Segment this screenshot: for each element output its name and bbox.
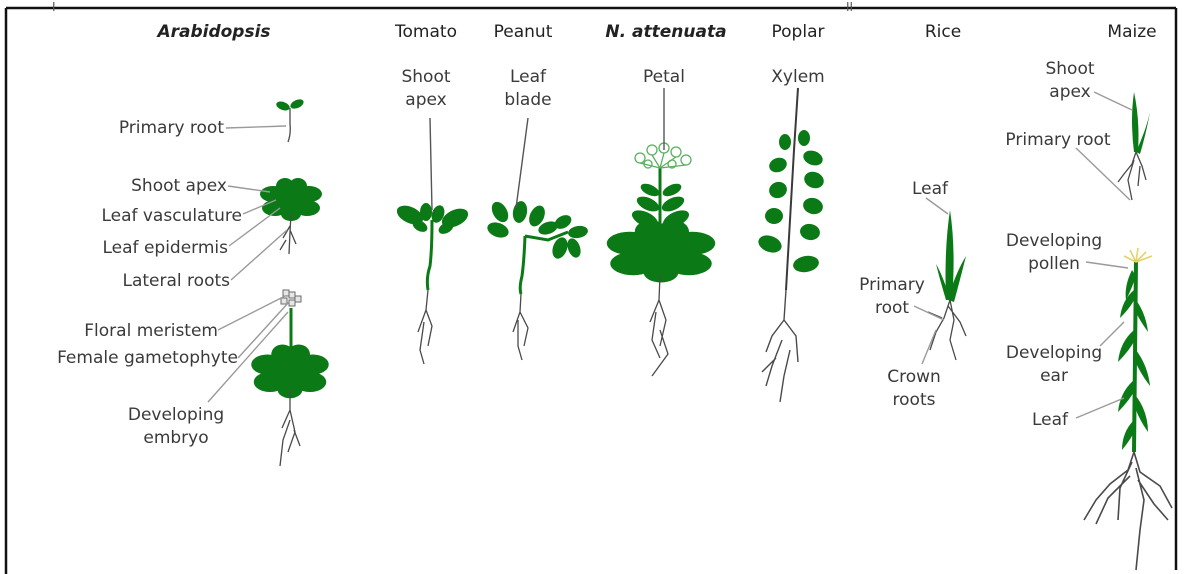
maize-plant <box>1076 248 1172 570</box>
label-developing-pollen-line2: pollen <box>1028 253 1080 275</box>
label-tomato-shoot: Shoot <box>401 66 450 88</box>
label-leaf-vasculature: Leaf vasculature <box>101 205 242 227</box>
arabidopsis-seedling <box>275 97 305 142</box>
label-rice-primary-line1: Primary <box>859 274 925 296</box>
label-leaf-epidermis: Leaf epidermis <box>103 237 229 259</box>
label-developing-embryo-line1: Developing <box>128 404 224 426</box>
label-shoot-apex: Shoot apex <box>131 175 227 197</box>
section-marker-i: I <box>52 0 56 14</box>
header-arabidopsis: Arabidopsis <box>157 22 270 42</box>
label-tomato-apex: apex <box>405 89 446 111</box>
label-primary-root: Primary root <box>119 117 224 139</box>
arabidopsis-flowering-plant <box>251 290 329 466</box>
label-crown-roots-line2: roots <box>893 389 936 411</box>
peanut-plant <box>485 118 589 360</box>
header-tomato: Tomato <box>395 22 457 42</box>
label-rice-leaf: Leaf <box>912 178 948 200</box>
header-peanut: Peanut <box>494 22 553 42</box>
label-female-gametophyte: Female gametophyte <box>57 347 238 369</box>
label-floral-meristem: Floral meristem <box>84 320 218 342</box>
header-maize: Maize <box>1107 22 1156 42</box>
label-developing-pollen-line1: Developing <box>1006 230 1102 252</box>
label-maize-shoot: Shoot <box>1045 58 1094 80</box>
tomato-plant <box>394 118 471 364</box>
label-developing-ear-line2: ear <box>1040 365 1068 387</box>
label-lateral-roots: Lateral roots <box>123 270 231 292</box>
nattenuata-plant <box>607 88 716 376</box>
poplar-tree <box>756 88 826 402</box>
label-petal: Petal <box>643 66 685 88</box>
label-maize-leaf: Leaf <box>1032 409 1068 431</box>
label-developing-ear-line1: Developing <box>1006 342 1102 364</box>
label-peanut-blade: blade <box>504 89 551 111</box>
label-maize-apex: apex <box>1049 81 1090 103</box>
label-rice-primary-line2: root <box>875 297 909 319</box>
header-rice: Rice <box>925 22 961 42</box>
section-marker-ii: II <box>846 0 853 14</box>
label-developing-embryo-line2: embryo <box>143 427 208 449</box>
header-nattenuata: N. attenuata <box>605 22 726 42</box>
label-xylem: Xylem <box>771 66 824 88</box>
header-poplar: Poplar <box>772 22 825 42</box>
label-crown-roots-line1: Crown <box>887 366 941 388</box>
label-peanut-leaf: Leaf <box>510 66 546 88</box>
label-maize-primary-root: Primary root <box>1005 129 1110 151</box>
